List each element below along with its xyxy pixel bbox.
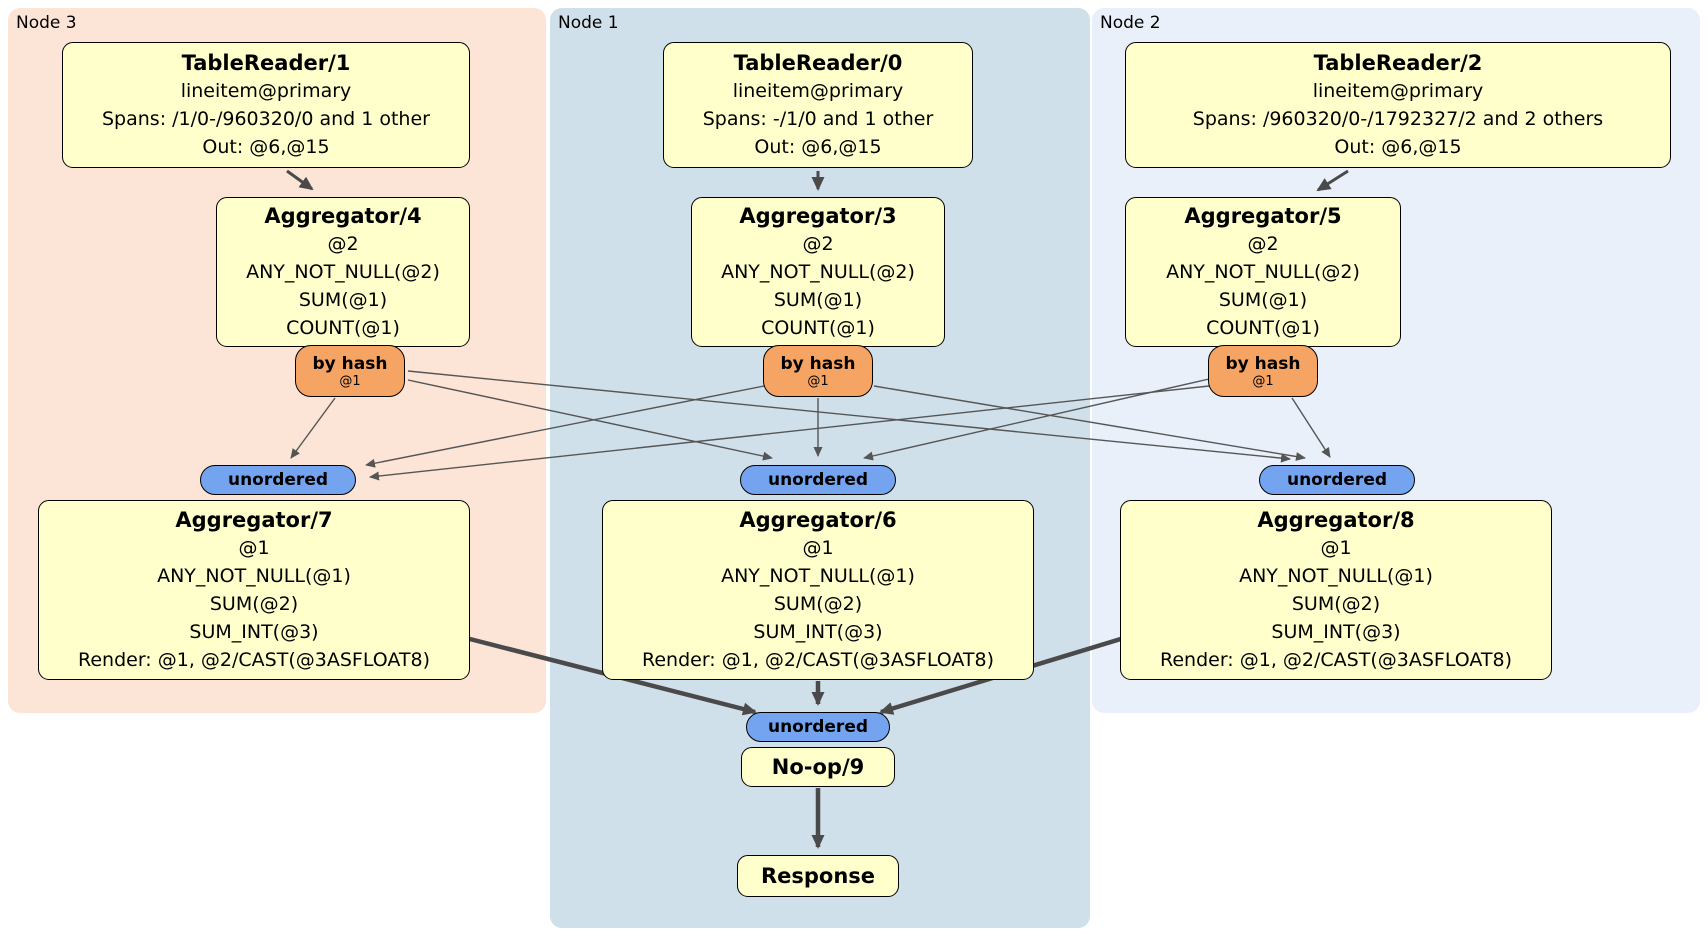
processor-row: SUM(@1) bbox=[1218, 289, 1308, 311]
aggregator-6-box: Aggregator/6 @1 ANY_NOT_NULL(@1) SUM(@2)… bbox=[602, 500, 1034, 680]
processor-row: COUNT(@1) bbox=[1206, 317, 1320, 339]
router-label: by hash bbox=[312, 353, 388, 374]
processor-row: Out: @6,@15 bbox=[754, 136, 882, 158]
router-detail: @1 bbox=[807, 373, 829, 389]
processor-row: @1 bbox=[1320, 537, 1352, 559]
processor-row: Render: @1, @2/CAST(@3ASFLOAT8) bbox=[1160, 649, 1512, 671]
processor-row: SUM(@2) bbox=[209, 593, 299, 615]
processor-row: SUM(@1) bbox=[773, 289, 863, 311]
node1-label: Node 1 bbox=[558, 13, 619, 33]
processor-row: @2 bbox=[802, 233, 834, 255]
edge-r3-s2 bbox=[407, 370, 1291, 463]
noop-box: No-op/9 bbox=[741, 747, 895, 787]
processor-row: Render: @1, @2/CAST(@3ASFLOAT8) bbox=[642, 649, 994, 671]
processor-row: SUM(@2) bbox=[773, 593, 863, 615]
processor-row: @1 bbox=[802, 537, 834, 559]
processor-row: Spans: -/1/0 and 1 other bbox=[702, 108, 934, 130]
processor-row: COUNT(@1) bbox=[286, 317, 400, 339]
processor-row: SUM_INT(@3) bbox=[753, 621, 883, 643]
edge-r3-s3 bbox=[290, 397, 336, 459]
processor-row: Spans: /960320/0-/1792327/2 and 2 others bbox=[1192, 108, 1604, 130]
edge-r1-s2 bbox=[873, 385, 1306, 461]
router-detail: @1 bbox=[1252, 373, 1274, 389]
processor-row: Spans: /1/0-/960320/0 and 1 other bbox=[102, 108, 430, 130]
processor-title: Aggregator/7 bbox=[175, 508, 333, 532]
response-box: Response bbox=[737, 855, 899, 897]
processor-title: Aggregator/4 bbox=[264, 204, 422, 228]
table-reader-2-box: TableReader/2 lineitem@primary Spans: /9… bbox=[1125, 42, 1671, 168]
processor-title: Aggregator/6 bbox=[739, 508, 897, 532]
processor-row: ANY_NOT_NULL(@2) bbox=[721, 261, 915, 283]
aggregator-5-box: Aggregator/5 @2 ANY_NOT_NULL(@2) SUM(@1)… bbox=[1125, 197, 1401, 347]
table-reader-0-box: TableReader/0 lineitem@primary Spans: -/… bbox=[663, 42, 973, 168]
aggregator-3-box: Aggregator/3 @2 ANY_NOT_NULL(@2) SUM(@1)… bbox=[691, 197, 945, 347]
tablereader-edges bbox=[286, 169, 1349, 192]
router-detail: @1 bbox=[339, 373, 361, 389]
processor-title: Aggregator/5 bbox=[1184, 204, 1342, 228]
processor-row: COUNT(@1) bbox=[761, 317, 875, 339]
router-edges bbox=[290, 370, 1331, 481]
processor-row: Out: @6,@15 bbox=[1334, 136, 1462, 158]
router-by-hash-node1: by hash @1 bbox=[763, 345, 873, 397]
sync-unordered-final: unordered bbox=[746, 712, 890, 742]
router-label: by hash bbox=[1225, 353, 1301, 374]
processor-title: Aggregator/3 bbox=[739, 204, 897, 228]
processor-row: SUM(@1) bbox=[298, 289, 388, 311]
processor-row: Out: @6,@15 bbox=[202, 136, 330, 158]
processor-row: SUM_INT(@3) bbox=[189, 621, 319, 643]
processor-title: TableReader/2 bbox=[1313, 51, 1483, 75]
processor-row: lineitem@primary bbox=[732, 80, 904, 102]
edge-r2-s1 bbox=[863, 378, 1210, 461]
router-by-hash-node3: by hash @1 bbox=[295, 345, 405, 397]
router-by-hash-node2: by hash @1 bbox=[1208, 345, 1318, 397]
processor-row: lineitem@primary bbox=[180, 80, 352, 102]
aggregator-4-box: Aggregator/4 @2 ANY_NOT_NULL(@2) SUM(@1)… bbox=[216, 197, 470, 347]
processor-row: SUM(@2) bbox=[1291, 593, 1381, 615]
router-label: by hash bbox=[780, 353, 856, 374]
processor-row: ANY_NOT_NULL(@2) bbox=[246, 261, 440, 283]
edge-r2-s3 bbox=[369, 385, 1210, 481]
edge-r2-s2 bbox=[1291, 397, 1331, 458]
processor-title: Response bbox=[760, 864, 876, 888]
aggregator-8-box: Aggregator/8 @1 ANY_NOT_NULL(@1) SUM(@2)… bbox=[1120, 500, 1552, 680]
sync-unordered-node1: unordered bbox=[740, 465, 896, 495]
processor-row: ANY_NOT_NULL(@1) bbox=[1239, 565, 1433, 587]
node3-label: Node 3 bbox=[16, 13, 77, 33]
processor-row: SUM_INT(@3) bbox=[1271, 621, 1401, 643]
processor-row: ANY_NOT_NULL(@1) bbox=[157, 565, 351, 587]
processor-title: Aggregator/8 bbox=[1257, 508, 1415, 532]
edge-r3-s1 bbox=[407, 379, 773, 461]
processor-row: Render: @1, @2/CAST(@3ASFLOAT8) bbox=[78, 649, 430, 671]
processor-title: TableReader/0 bbox=[733, 51, 903, 75]
sync-unordered-node3: unordered bbox=[200, 465, 356, 495]
processor-title: No-op/9 bbox=[771, 755, 865, 779]
edge-tr1-agg4 bbox=[286, 169, 314, 191]
table-reader-1-box: TableReader/1 lineitem@primary Spans: /1… bbox=[62, 42, 470, 168]
aggregator-7-box: Aggregator/7 @1 ANY_NOT_NULL(@1) SUM(@2)… bbox=[38, 500, 470, 680]
processor-row: lineitem@primary bbox=[1312, 80, 1484, 102]
edge-tr2-agg5 bbox=[1316, 169, 1349, 192]
edge-r1-s3 bbox=[365, 385, 765, 468]
sync-unordered-node2: unordered bbox=[1259, 465, 1415, 495]
processor-row: @1 bbox=[238, 537, 270, 559]
node2-label: Node 2 bbox=[1100, 13, 1161, 33]
processor-row: ANY_NOT_NULL(@1) bbox=[721, 565, 915, 587]
processor-row: @2 bbox=[1247, 233, 1279, 255]
processor-row: ANY_NOT_NULL(@2) bbox=[1166, 261, 1360, 283]
processor-title: TableReader/1 bbox=[181, 51, 351, 75]
processor-row: @2 bbox=[327, 233, 359, 255]
